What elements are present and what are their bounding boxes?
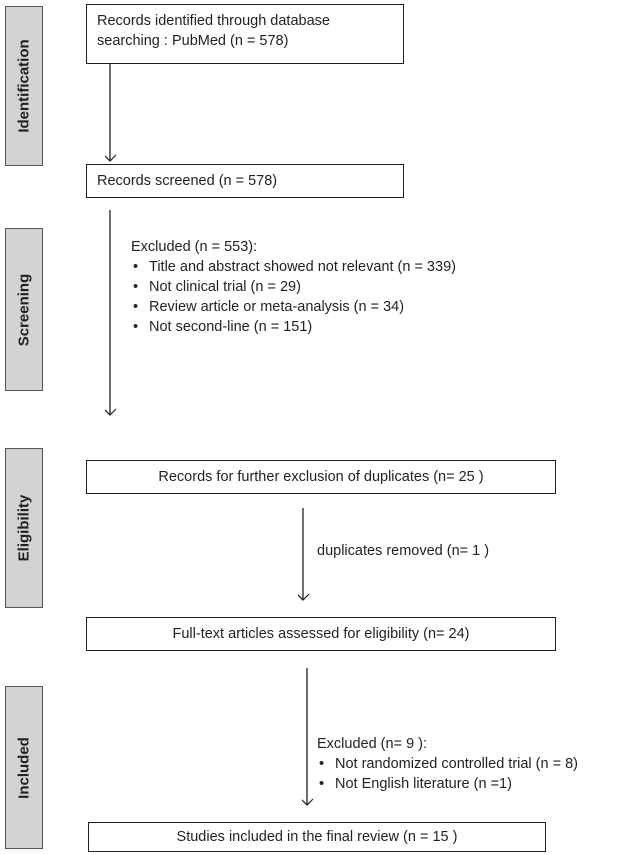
final-excluded-block: Excluded (n= 9 ): Not randomized control… xyxy=(317,734,623,794)
studies-included-text: Studies included in the final review (n … xyxy=(176,829,458,845)
phase-included: Included xyxy=(5,686,43,849)
records-identified-box: Records identified through database sear… xyxy=(86,4,404,64)
further-exclusion-text: Records for further exclusion of duplica… xyxy=(158,469,484,485)
phase-identification: Identification xyxy=(5,6,43,166)
screening-excluded-block: Excluded (n = 553): Title and abstract s… xyxy=(131,237,461,337)
records-screened-box: Records screened (n = 578) xyxy=(86,164,404,198)
duplicates-removed-label: duplicates removed (n= 1 ) xyxy=(317,543,490,559)
final-excluded-item: Not English literature (n =1) xyxy=(317,774,623,794)
further-exclusion-box: Records for further exclusion of duplica… xyxy=(86,460,556,494)
screening-excluded-item: Review article or meta-analysis (n = 34) xyxy=(131,297,461,317)
phase-eligibility: Eligibility xyxy=(5,448,43,608)
screening-excluded-item: Not second-line (n = 151) xyxy=(131,317,461,337)
screening-excluded-title: Excluded (n = 553): xyxy=(131,239,258,255)
full-text-box: Full-text articles assessed for eligibil… xyxy=(86,617,556,651)
records-screened-text: Records screened (n = 578) xyxy=(97,173,278,189)
records-identified-text: Records identified through database sear… xyxy=(97,13,330,49)
studies-included-box: Studies included in the final review (n … xyxy=(88,822,546,852)
screening-excluded-item: Title and abstract showed not relevant (… xyxy=(131,257,461,277)
full-text-text: Full-text articles assessed for eligibil… xyxy=(172,626,470,642)
phase-screening: Screening xyxy=(5,228,43,391)
final-excluded-title: Excluded (n= 9 ): xyxy=(317,736,428,752)
screening-excluded-item: Not clinical trial (n = 29) xyxy=(131,277,461,297)
final-excluded-item: Not randomized controlled trial (n = 8) xyxy=(317,754,623,774)
